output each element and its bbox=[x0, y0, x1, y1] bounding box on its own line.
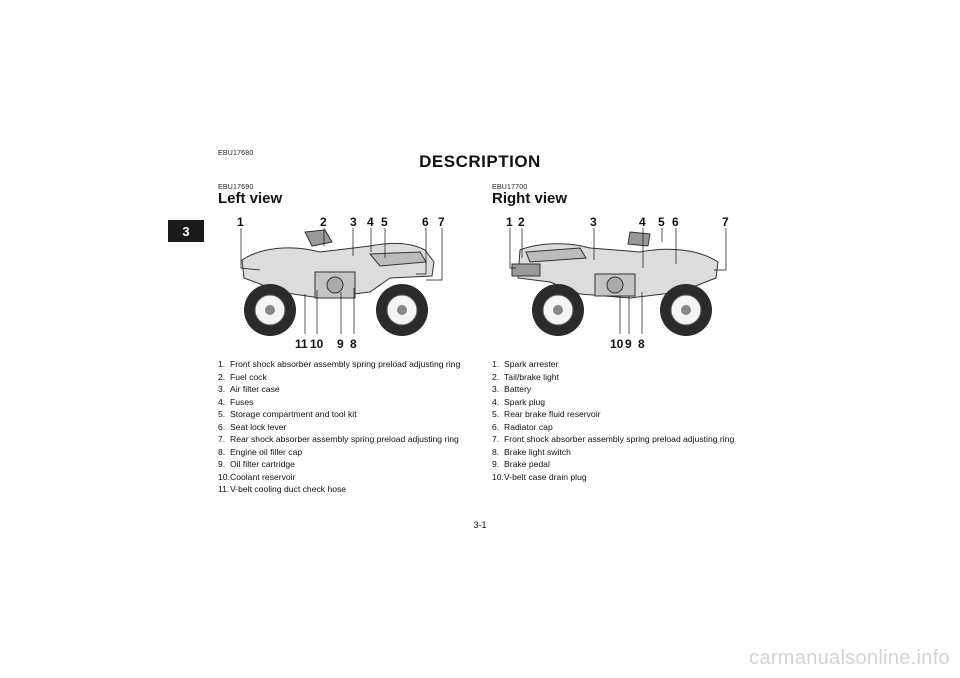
watermark: carmanualsonline.info bbox=[749, 647, 950, 669]
right-callout-3: 3 bbox=[590, 215, 597, 229]
chapter-tab: 3 bbox=[168, 220, 204, 242]
right-callout-10: 10 bbox=[610, 337, 624, 351]
right-callout-9: 9 bbox=[625, 337, 632, 351]
left-callout-5: 5 bbox=[381, 215, 388, 229]
list-item: 5.Rear brake fluid reservoir bbox=[492, 409, 601, 419]
left-callout-10: 10 bbox=[310, 337, 324, 351]
list-item: 9.Brake pedal bbox=[492, 459, 550, 469]
list-item: 4.Fuses bbox=[218, 396, 254, 407]
atv-right-wheels bbox=[532, 284, 712, 336]
right-callout-4: 4 bbox=[639, 215, 646, 229]
left-callout-4: 4 bbox=[367, 215, 374, 229]
left-leader-lines bbox=[240, 228, 443, 334]
left-section-heading: Left view bbox=[218, 190, 283, 207]
right-callout-5: 5 bbox=[658, 215, 665, 229]
list-item: 4.Spark plug bbox=[492, 396, 546, 407]
right-callout-8: 8 bbox=[638, 337, 645, 351]
left-callout-2: 2 bbox=[320, 215, 327, 229]
list-item: 3.Air filter case bbox=[218, 384, 280, 394]
page-number: 3-1 bbox=[473, 520, 487, 530]
atv-right-body bbox=[511, 231, 719, 299]
right-callout-2: 2 bbox=[518, 215, 525, 229]
list-item: 8.Engine oil filler cap bbox=[218, 446, 303, 457]
left-callouts: 1 2 3 4 5 6 7 11 10 9 8 bbox=[237, 215, 445, 351]
list-item: 7.Rear shock absorber assembly spring pr… bbox=[218, 434, 459, 444]
left-callout-1: 1 bbox=[237, 215, 244, 229]
left-callout-9: 9 bbox=[337, 337, 344, 351]
right-callout-1: 1 bbox=[506, 215, 513, 229]
left-section-code: EBU17690 bbox=[218, 184, 254, 191]
list-item: 2.Fuel cock bbox=[218, 371, 267, 382]
list-item: 10.V-belt case drain plug bbox=[492, 471, 587, 482]
right-section-code: EBU17700 bbox=[492, 184, 528, 191]
atv-left-view-illustration: 1 2 3 4 5 6 7 11 10 9 8 bbox=[237, 215, 445, 351]
left-parts-list: 1.Front shock absorber assembly spring p… bbox=[218, 358, 468, 496]
left-callout-8: 8 bbox=[350, 337, 357, 351]
atv-left-wheels bbox=[244, 284, 428, 336]
list-item: 10.Coolant reservoir bbox=[218, 471, 296, 482]
right-callout-7: 7 bbox=[722, 215, 729, 229]
left-callout-6: 6 bbox=[422, 215, 429, 229]
right-callout-6: 6 bbox=[672, 215, 679, 229]
page-code: EBU17680 bbox=[218, 150, 254, 157]
atv-right-view-illustration: 1 2 3 4 5 6 7 10 9 8 bbox=[506, 215, 729, 351]
list-item: 8.Brake light switch bbox=[492, 446, 571, 457]
atv-left-body bbox=[241, 229, 435, 299]
page-title: DESCRIPTION bbox=[419, 152, 541, 171]
right-callouts: 1 2 3 4 5 6 7 10 9 8 bbox=[506, 215, 729, 351]
left-callout-7: 7 bbox=[438, 215, 445, 229]
list-item: 7.Front shock absorber assembly spring p… bbox=[492, 434, 735, 444]
list-item: 9.Oil filter cartridge bbox=[218, 459, 295, 469]
list-item: 2.Tail/brake light bbox=[492, 371, 559, 382]
right-parts-list: 1.Spark arrester 2.Tail/brake light 3.Ba… bbox=[492, 358, 742, 483]
right-section-heading: Right view bbox=[492, 190, 568, 207]
list-item: 1.Spark arrester bbox=[492, 359, 559, 369]
list-item: 5.Storage compartment and tool kit bbox=[218, 409, 357, 419]
list-item: 1.Front shock absorber assembly spring p… bbox=[218, 359, 461, 369]
list-item: 3.Battery bbox=[492, 384, 532, 394]
left-callout-3: 3 bbox=[350, 215, 357, 229]
left-callout-11: 11 bbox=[295, 337, 308, 351]
list-item: 11.V-belt cooling duct check hose bbox=[218, 484, 347, 494]
list-item: 6.Radiator cap bbox=[492, 421, 553, 432]
right-leader-lines bbox=[509, 228, 727, 334]
list-item: 6.Seat lock lever bbox=[218, 421, 287, 432]
